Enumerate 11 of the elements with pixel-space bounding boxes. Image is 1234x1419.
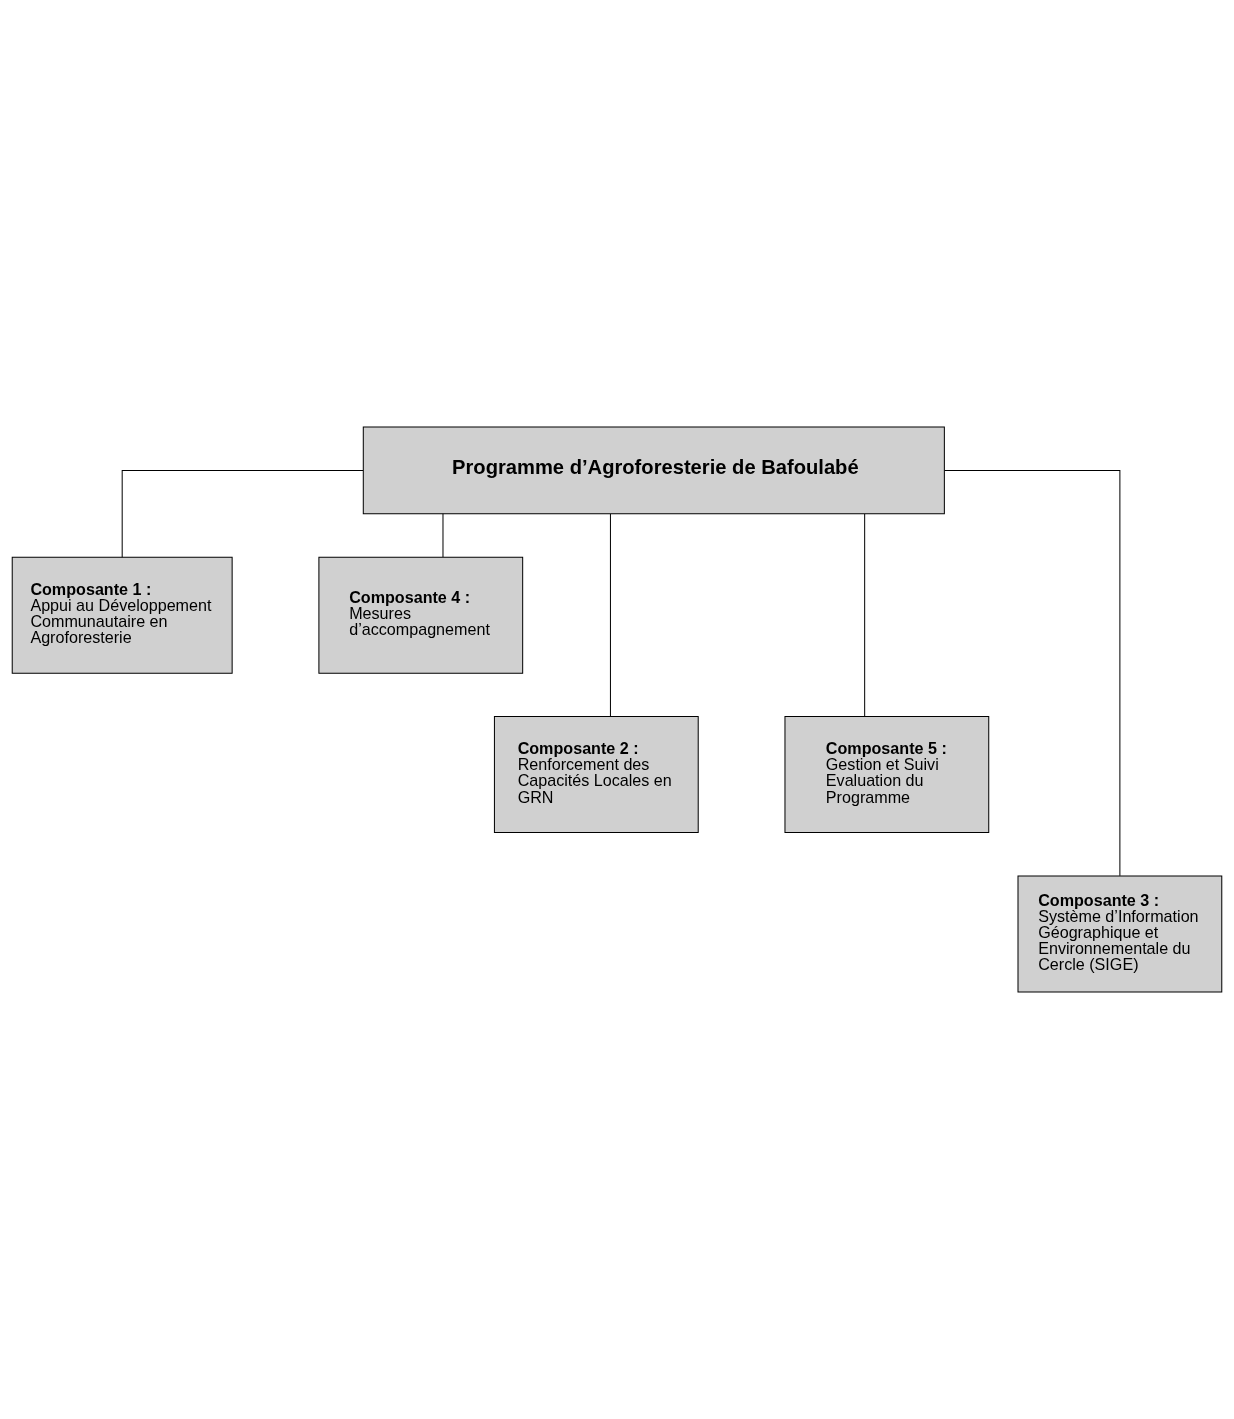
connector — [609, 513, 611, 717]
connector — [121, 469, 364, 558]
connector — [944, 469, 1121, 877]
node-box: Composante 5 : Gestion et Suivi Evaluation du Programme — [784, 716, 990, 834]
node-box: Composante 4 : Mesures d’accompagnement — [318, 556, 524, 674]
node-box: Composante 3 : Système d’Information Géographique et Environnementale du Cercle (SIGE) — [1017, 875, 1223, 993]
node-box: Programme d’Agroforesterie de Bafoulabé — [362, 426, 945, 515]
node-box: Composante 1 : Appui au Développement Communautaire en Agroforesterie — [11, 556, 233, 674]
connector — [864, 513, 866, 717]
connector — [442, 513, 444, 558]
node-box: Composante 2 : Renforcement des Capacités Locales en GRN — [493, 716, 699, 834]
